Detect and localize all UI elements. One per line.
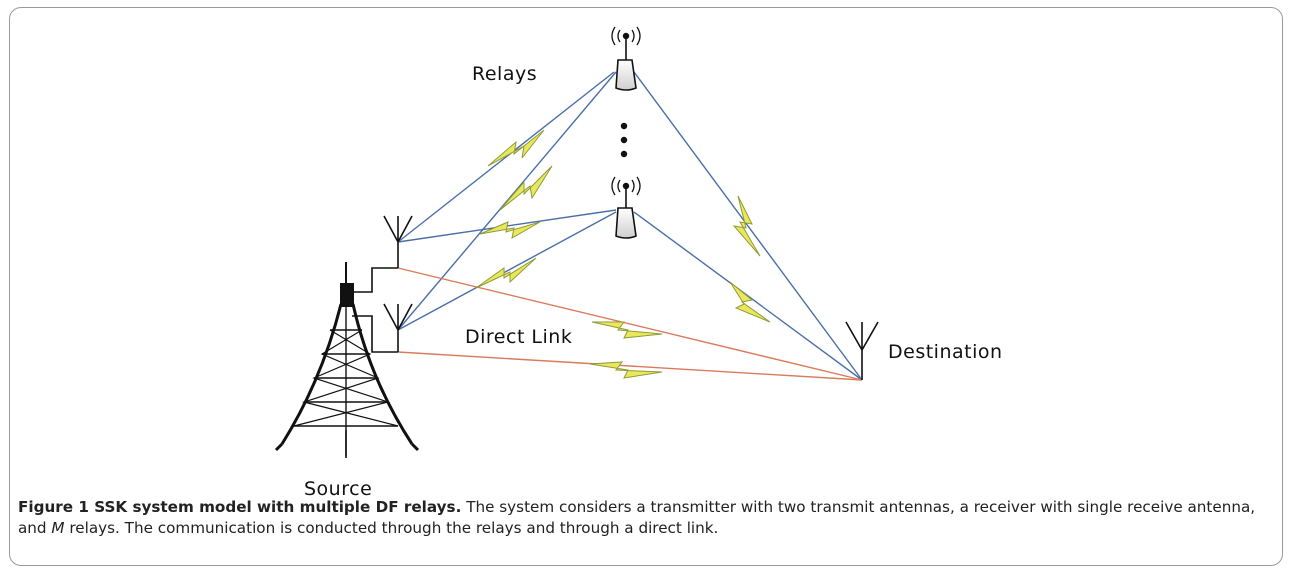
caption-m: M	[51, 519, 65, 537]
direct-link-a1	[397, 267, 863, 381]
direct-links	[397, 267, 863, 381]
bolt-direct-a2	[589, 361, 663, 379]
caption-title: Figure 1 SSK system model with multiple …	[18, 498, 462, 516]
link-relay1-destination	[633, 71, 863, 381]
antenna-feed	[352, 267, 398, 353]
relay-2-wave-icon	[611, 176, 641, 196]
bolt-direct-a1	[591, 321, 663, 339]
relay-ellipsis	[620, 122, 628, 158]
figure-frame	[9, 7, 1283, 566]
bolt-relay1-destination	[732, 195, 761, 257]
destination-antenna	[845, 321, 879, 380]
antenna-1	[383, 215, 413, 268]
label-direct-link: Direct Link	[465, 326, 572, 348]
caption-text-before-m: The system considers a transmitter with …	[18, 498, 1256, 537]
link-a2-relay1	[397, 71, 617, 331]
figure-caption: Figure 1 SSK system model with multiple …	[18, 497, 1268, 539]
relay-2-tip	[622, 182, 630, 190]
link-a1-relay1	[397, 71, 615, 243]
label-source: Source	[304, 478, 372, 500]
label-relays: Relays	[472, 63, 537, 85]
source-tower	[274, 262, 420, 458]
antenna-2	[383, 303, 413, 352]
relay-2	[611, 176, 641, 239]
caption-text-after-m: relays. The communication is conducted t…	[69, 519, 719, 537]
source-antennas	[352, 215, 413, 353]
bolt-a2-relay2	[475, 257, 537, 289]
relay-2-body	[615, 207, 637, 239]
direct-link-a2	[397, 351, 863, 381]
bolt-relay2-destination	[729, 281, 771, 323]
relay-1-body	[615, 59, 637, 91]
link-relay2-destination	[633, 211, 863, 381]
label-destination: Destination	[888, 341, 1003, 363]
relay-1	[611, 26, 641, 91]
bolt-a2-relay1	[499, 165, 553, 211]
bolt-a1-relay2	[479, 221, 541, 239]
relay-1-tip	[622, 32, 630, 40]
link-a2-relay2	[397, 211, 617, 331]
relay-1-wave-icon	[611, 26, 641, 46]
lightning-bolts	[475, 129, 771, 379]
relay-links	[397, 71, 863, 381]
bolt-a1-relay1	[487, 129, 545, 167]
